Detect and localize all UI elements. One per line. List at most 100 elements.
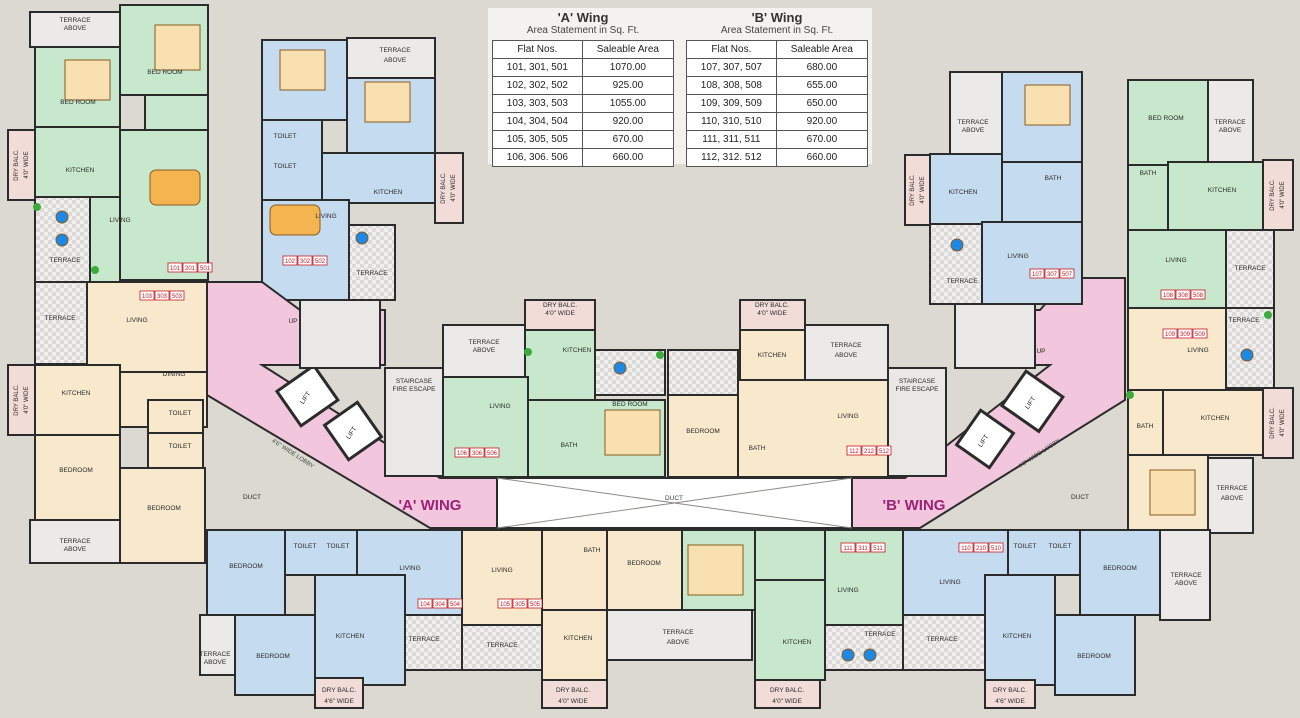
room-label: DRY BALC. [322, 687, 356, 694]
room-label: ABOVE [384, 57, 407, 64]
room-label: DRY BALC. [14, 149, 20, 181]
cell: 660.00 [581, 148, 675, 167]
flat-number: 103 [142, 294, 153, 300]
flat-number: 311 [858, 546, 868, 552]
wing-a-label: 'A' WING [399, 497, 462, 514]
flat-number: 107 [1032, 272, 1043, 278]
room-label: BATH [1140, 170, 1157, 177]
room-label: TERRACE [1170, 572, 1202, 579]
duct-label: DUCT [243, 494, 261, 501]
flat-tag-box [1162, 328, 1178, 339]
room-label: TOILET [1049, 543, 1072, 550]
flat-number: 105 [500, 602, 511, 608]
room-label: ABOVE [204, 659, 227, 666]
cell: 670.00 [775, 130, 869, 149]
room-label: TERRACE [946, 278, 978, 285]
flat-number: 102 [285, 259, 296, 265]
flat-tag-box [312, 255, 328, 266]
room-label: BED ROOM [612, 401, 647, 408]
room-label: LIVING [489, 403, 510, 410]
flat-tag-box [1177, 328, 1193, 339]
room-label: 4'0" WIDE [1280, 181, 1286, 208]
cell: 1055.00 [581, 94, 675, 113]
flat-tag-box [417, 598, 433, 609]
room-label: KITCHEN [62, 390, 91, 397]
flat-tag-box [497, 598, 513, 609]
room-label: DRY BALC. [1270, 179, 1276, 211]
flat-number: 503 [172, 294, 183, 300]
cell: 655.00 [775, 76, 869, 95]
staircases [299, 299, 1036, 477]
room-label: TERRACE [44, 315, 76, 322]
flat-tag-box [167, 262, 183, 273]
wing-b-label: 'B' WING [883, 497, 946, 514]
room-label: BEDROOM [229, 563, 263, 570]
room-label: TOILET [274, 133, 297, 140]
room-label: DRY BALC. [770, 687, 804, 694]
a-wing-title: 'A' Wing [557, 10, 609, 25]
flat-number: 506 [487, 451, 498, 457]
room-label: TERRACE [1234, 265, 1266, 272]
flat-number: 201 [185, 266, 196, 272]
cell: 920.00 [581, 112, 675, 131]
flat-tag-box [139, 290, 155, 301]
room-labels: TERRACE ABOVE BED ROOM BED ROOM KITCHEN … [44, 17, 1266, 705]
flat-number: 109 [1165, 332, 1176, 338]
cell: 650.00 [775, 94, 869, 113]
a-wing-subtitle: Area Statement in Sq. Ft. [526, 25, 640, 36]
room-label: BEDROOM [1103, 565, 1137, 572]
room-label: ABOVE [835, 352, 858, 359]
room-label: KITCHEN [783, 639, 812, 646]
room-label: DRY BALC. [14, 384, 20, 416]
flat-tag-box [154, 290, 170, 301]
room-label: BEDROOM [686, 428, 720, 435]
flat-number: 505 [530, 602, 541, 608]
room-label: BATH [561, 442, 578, 449]
room-label: DRY BALC. [755, 302, 789, 309]
room-label: TERRACE [379, 47, 411, 54]
flat-number: 110 [961, 546, 971, 552]
flat-tag-box [484, 447, 500, 458]
duct-cross [496, 477, 853, 529]
room-label: 4'0" WIDE [545, 310, 575, 317]
flat-tag-box [512, 598, 528, 609]
flat-number: 308 [1178, 293, 1189, 299]
furniture-hints [33, 24, 1272, 662]
cell: 1070.00 [581, 58, 675, 77]
room-label: LIVING [1165, 257, 1186, 264]
room-label: TOILET [274, 163, 297, 170]
room-label: BEDROOM [1077, 653, 1111, 660]
flat-number: 501 [200, 266, 211, 272]
flat-tag-box [432, 598, 448, 609]
room-label: 4'0" WIDE [451, 174, 457, 201]
room-label: TERRACE [1216, 485, 1248, 492]
flat-number: 304 [435, 602, 446, 608]
b-wing-title: 'B' Wing [751, 10, 803, 25]
cell: 109, 309, 509 [686, 94, 777, 113]
room-label: 4'6" WIDE [324, 698, 354, 705]
room-label: DRY BALC. [910, 174, 916, 206]
room-label: ABOVE [1219, 127, 1242, 134]
room-label: TERRACE [1228, 317, 1260, 324]
stair-label: STAIRCASE [396, 378, 433, 385]
room-label: DINING [163, 371, 186, 378]
flat-tag-box [958, 542, 974, 553]
room-label: LIVING [939, 579, 960, 586]
room-label: KITCHEN [66, 167, 95, 174]
cell: 660.00 [775, 148, 869, 167]
col-header: Flat Nos. [492, 40, 583, 59]
room-label: TERRACE [199, 651, 231, 658]
cell: 680.00 [775, 58, 869, 77]
flat-tag-box [855, 542, 871, 553]
room-label: TOILET [294, 543, 317, 550]
flat-number: 509 [1195, 332, 1206, 338]
